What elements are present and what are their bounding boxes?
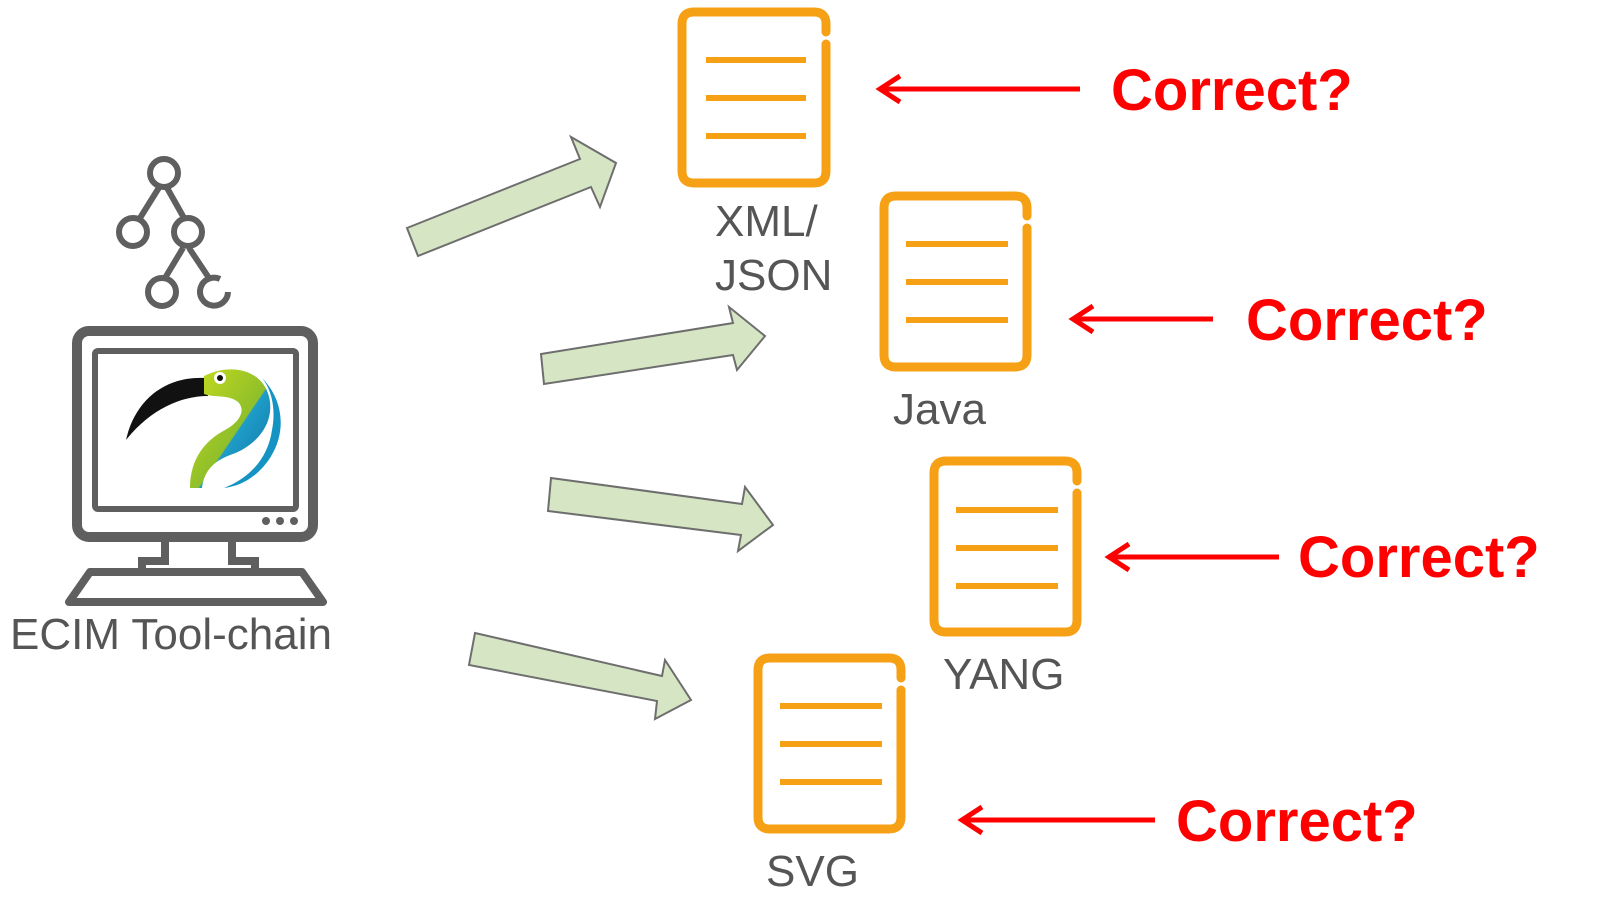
- toolchain-label: ECIM Tool-chain: [10, 610, 332, 659]
- document-icon-svg: [753, 653, 906, 834]
- document-icon-xml-json: [677, 7, 831, 188]
- red-arrow-svg: [957, 804, 1155, 836]
- computer-icon: [65, 326, 327, 606]
- yang-label: YANG: [943, 650, 1065, 699]
- xml-json-label-line2: JSON: [715, 251, 833, 300]
- xml-json-label-line1: XML/: [715, 197, 818, 246]
- document-icon-java: [879, 191, 1032, 372]
- question-java: Correct?: [1246, 288, 1488, 353]
- question-xml-json: Correct?: [1111, 58, 1353, 123]
- question-svg: Correct?: [1176, 789, 1418, 854]
- flow-arrow-xml-json: [405, 134, 618, 258]
- svg-label: SVG: [766, 847, 859, 896]
- flow-arrow-yang: [546, 476, 775, 554]
- red-arrow-xml-json: [875, 73, 1080, 105]
- flow-arrow-svg: [467, 631, 693, 721]
- flow-arrow-java: [539, 304, 767, 386]
- tree-icon: [116, 156, 231, 309]
- java-label: Java: [893, 385, 986, 434]
- question-yang: Correct?: [1298, 525, 1540, 590]
- red-arrow-yang: [1104, 541, 1279, 573]
- document-icon-yang: [929, 456, 1082, 637]
- red-arrow-java: [1068, 303, 1213, 335]
- ibis-logo: [126, 369, 281, 488]
